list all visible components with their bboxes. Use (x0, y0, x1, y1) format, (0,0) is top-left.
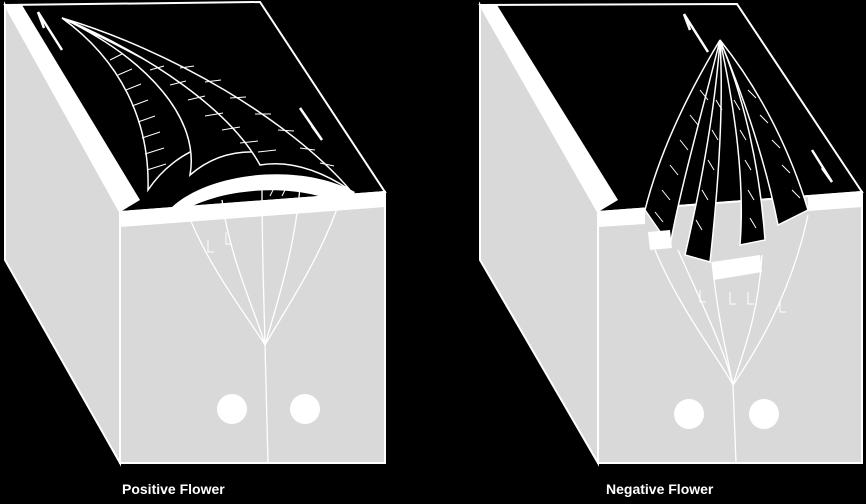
marker-circle-right (290, 394, 320, 424)
fault-sliver-3 (61, 17, 351, 191)
negative-flower-caption: Negative Flower (606, 481, 714, 497)
positive-flower-block (3, 0, 387, 467)
front-band-right (808, 192, 862, 211)
sunken-strip-2 (712, 255, 762, 280)
graben-hatching (654, 89, 801, 231)
front-face (119, 190, 386, 464)
positive-flower-caption: Positive Flower (122, 481, 225, 497)
sliver-hatching (109, 53, 335, 171)
graben-sliver-2 (684, 39, 723, 263)
front-band (120, 192, 385, 227)
front-slip-arrows (699, 290, 786, 313)
front-band (598, 209, 645, 227)
slip-arrow-right (810, 149, 834, 183)
negative-flower-block (478, 1, 864, 467)
slip-arrow-left (682, 13, 710, 53)
slip-arrow-left (36, 11, 64, 51)
marker-circle-left (674, 399, 704, 429)
sunken-strip-1 (648, 230, 672, 250)
graben-sliver-3 (719, 39, 766, 246)
front-slip-arrows (207, 187, 299, 253)
marker-circle-right (749, 399, 779, 429)
front-fault-fan (654, 214, 809, 464)
marker-circle-left (217, 394, 247, 424)
front-fault-fan (187, 185, 341, 464)
slip-arrow-right (298, 107, 324, 141)
surface-band (480, 5, 618, 212)
pop-up-bulge (172, 174, 355, 214)
graben-sliver-4 (719, 39, 809, 227)
surface-band (5, 5, 140, 212)
front-face (597, 190, 863, 464)
